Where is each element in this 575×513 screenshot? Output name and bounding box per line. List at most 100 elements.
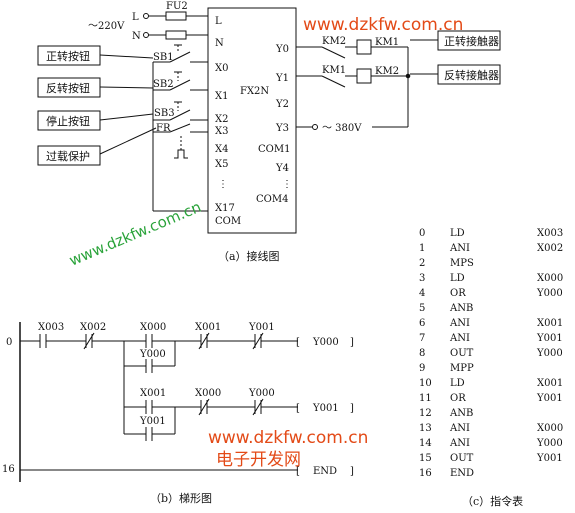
ladder-diagram: 0 16 X003 X002 X000 X001 Y001 [ Y000 ] Y… — [2, 322, 368, 505]
plc-terminal-Y1: Y1 — [275, 73, 289, 84]
switch-sb2-label: SB2 — [153, 79, 174, 90]
instruction-no: 5 — [419, 303, 425, 314]
plc-terminal-L: L — [215, 16, 222, 27]
instruction-arg: Y001 — [536, 393, 563, 404]
instruction-arg: Y000 — [536, 288, 563, 299]
plc-terminal-N: N — [215, 38, 224, 49]
plc-terminal-COM: COM — [215, 216, 241, 227]
instruction-no: 6 — [419, 318, 425, 329]
plc-terminal-X2: X2 — [215, 114, 228, 125]
instruction-no: 16 — [419, 468, 432, 479]
fr-thermal-symbol — [174, 149, 188, 159]
ladder-contact-x002: X002 — [80, 322, 106, 333]
interlock-contact-km2 — [321, 46, 346, 59]
instruction-no: 1 — [419, 243, 425, 254]
ladder-hold-y001: Y001 — [139, 416, 166, 427]
plc-terminal-X1: X1 — [215, 91, 228, 102]
plc-terminal-X0: X0 — [215, 63, 228, 74]
plc-terminal-Y0: Y0 — [275, 44, 289, 55]
coil-km2 — [356, 68, 372, 84]
switch-sb2 — [169, 79, 191, 91]
plc-output-dots: ⋮ — [282, 179, 292, 190]
interlock-contact-km1 — [321, 75, 346, 88]
plc-terminal-X3: X3 — [215, 126, 228, 137]
svg-text:[: [ — [296, 337, 300, 348]
ladder-contact-x001: X001 — [195, 322, 221, 333]
supply-voltage: ～220V — [88, 21, 125, 32]
plc-model: FX2N — [240, 86, 269, 97]
instruction-op: MPS — [450, 258, 474, 269]
plc-terminal-X5: X5 — [215, 159, 228, 170]
instruction-no: 11 — [419, 393, 432, 404]
instruction-op: ANB — [449, 408, 473, 419]
instruction-no: 9 — [419, 363, 425, 374]
instruction-arg: Y001 — [536, 333, 563, 344]
wiring-diagram: FX2N L N X0 X1 X2 X3 X4 X5 ⋮ X17 COM Y0 … — [37, 1, 501, 270]
svg-text:]: ] — [350, 337, 354, 348]
switch-fr — [169, 123, 191, 133]
ladder-coil-y000: Y000 — [312, 337, 339, 348]
ladder-contact-x001-r2: X001 — [140, 388, 166, 399]
plc-input-dots: ⋮ — [218, 179, 228, 190]
plc-terminal-COM4: COM4 — [256, 194, 288, 205]
callout-reverse-contactor: 反转接触器 — [444, 68, 499, 82]
ladder-step-0: 0 — [6, 337, 12, 348]
callout-overload-protection: 过载保护 — [46, 149, 90, 163]
supply-line-L: L — [132, 12, 139, 23]
svg-text:[: [ — [296, 466, 300, 477]
caption-ladder: （b）梯形图 — [150, 492, 212, 505]
coil-km1-label: KM1 — [375, 37, 399, 48]
instruction-no: 3 — [419, 273, 425, 284]
switch-sb3 — [169, 109, 191, 121]
instruction-op: LD — [450, 228, 465, 239]
ladder-contact-x003: X003 — [38, 322, 64, 333]
instruction-arg: X000 — [537, 273, 563, 284]
svg-text:[: [ — [296, 403, 300, 414]
ladder-step-16: 16 — [2, 464, 15, 475]
supply-line-N: N — [132, 31, 141, 42]
instruction-op: END — [450, 468, 474, 479]
fuse-label: FU2 — [166, 1, 188, 12]
interlock-contact-km2-label: KM2 — [322, 36, 346, 47]
plc-terminal-X17: X17 — [215, 203, 235, 214]
instruction-arg: Y000 — [536, 438, 563, 449]
instruction-no: 13 — [419, 423, 432, 434]
instruction-op: MPP — [450, 363, 474, 374]
instruction-no: 7 — [419, 333, 425, 344]
coil-km1 — [356, 39, 372, 55]
instruction-op: LD — [450, 378, 465, 389]
instruction-op: LD — [450, 273, 465, 284]
ladder-hold-y000: Y000 — [139, 349, 166, 360]
callout-forward-button: 正转按钮 — [46, 49, 90, 63]
plc-terminal-Y2: Y2 — [275, 99, 289, 110]
ladder-contact-x000-r2: X000 — [195, 388, 221, 399]
callout-forward-contactor: 正转接触器 — [444, 34, 499, 48]
instruction-no: 15 — [419, 453, 432, 464]
instruction-no: 2 — [419, 258, 425, 269]
callout-reverse-button: 反转按钮 — [46, 81, 90, 95]
instruction-op: ANI — [449, 333, 470, 344]
coil-km2-label: KM2 — [375, 66, 399, 77]
instruction-no: 14 — [419, 438, 432, 449]
instruction-op: OR — [450, 288, 466, 299]
instruction-no: 0 — [419, 228, 425, 239]
caption-instructions: （c）指令表 — [462, 494, 523, 508]
instruction-op: ANI — [449, 438, 470, 449]
svg-text:]: ] — [350, 403, 354, 414]
ladder-coil-y001: Y001 — [312, 403, 339, 414]
plc-terminal-Y3: Y3 — [275, 123, 289, 134]
instruction-op: OR — [450, 393, 466, 404]
fuse-N — [165, 30, 187, 40]
plc-terminal-Y4: Y4 — [275, 163, 289, 174]
instruction-no: 4 — [419, 288, 425, 299]
instruction-op: ANI — [449, 423, 470, 434]
watermark-diagonal: www.dzkfw.com.cn — [67, 198, 204, 270]
plc-terminal-COM1: COM1 — [258, 144, 290, 155]
ac380-terminal — [312, 124, 318, 130]
interlock-contact-km1-label: KM1 — [322, 65, 346, 76]
svg-text:]: ] — [350, 466, 354, 477]
instruction-arg: Y001 — [536, 453, 563, 464]
switch-sb1 — [169, 51, 191, 63]
ladder-contact-y001: Y001 — [248, 322, 275, 333]
